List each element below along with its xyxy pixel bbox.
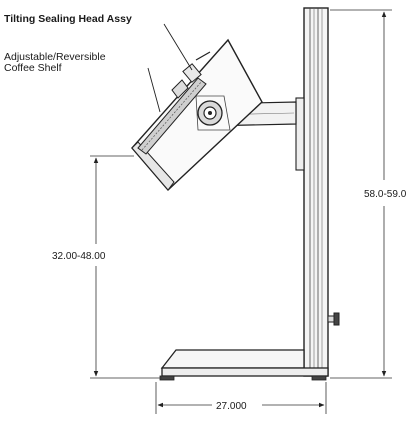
base-plate bbox=[160, 349, 329, 377]
overall-height-dimension bbox=[330, 9, 392, 379]
coffee-shelf bbox=[137, 77, 207, 155]
leveling-foot-right bbox=[311, 375, 327, 381]
leveling-foot-left bbox=[159, 375, 175, 381]
shelf-leader bbox=[147, 67, 161, 113]
shelf-label-line1: Adjustable/Reversible bbox=[4, 51, 106, 63]
shelf-height-dimension bbox=[90, 155, 162, 379]
pivot-bracket bbox=[195, 95, 231, 131]
sealing-head-label: Tilting Sealing Head Assy bbox=[4, 13, 132, 25]
vertical-column bbox=[303, 7, 329, 377]
column-adjust-knob bbox=[327, 312, 340, 326]
shelf-height-value: 32.00-48.00 bbox=[52, 251, 106, 262]
base-depth-dimension bbox=[155, 382, 327, 414]
sealing-head-leader bbox=[163, 23, 193, 71]
pivot-disc bbox=[197, 100, 223, 126]
base-depth-value: 27.000 bbox=[216, 401, 247, 412]
head-handle bbox=[171, 51, 211, 99]
shelf-label-line2: Coffee Shelf bbox=[4, 62, 62, 74]
overall-height-value: 58.0-59.0 bbox=[364, 189, 407, 200]
